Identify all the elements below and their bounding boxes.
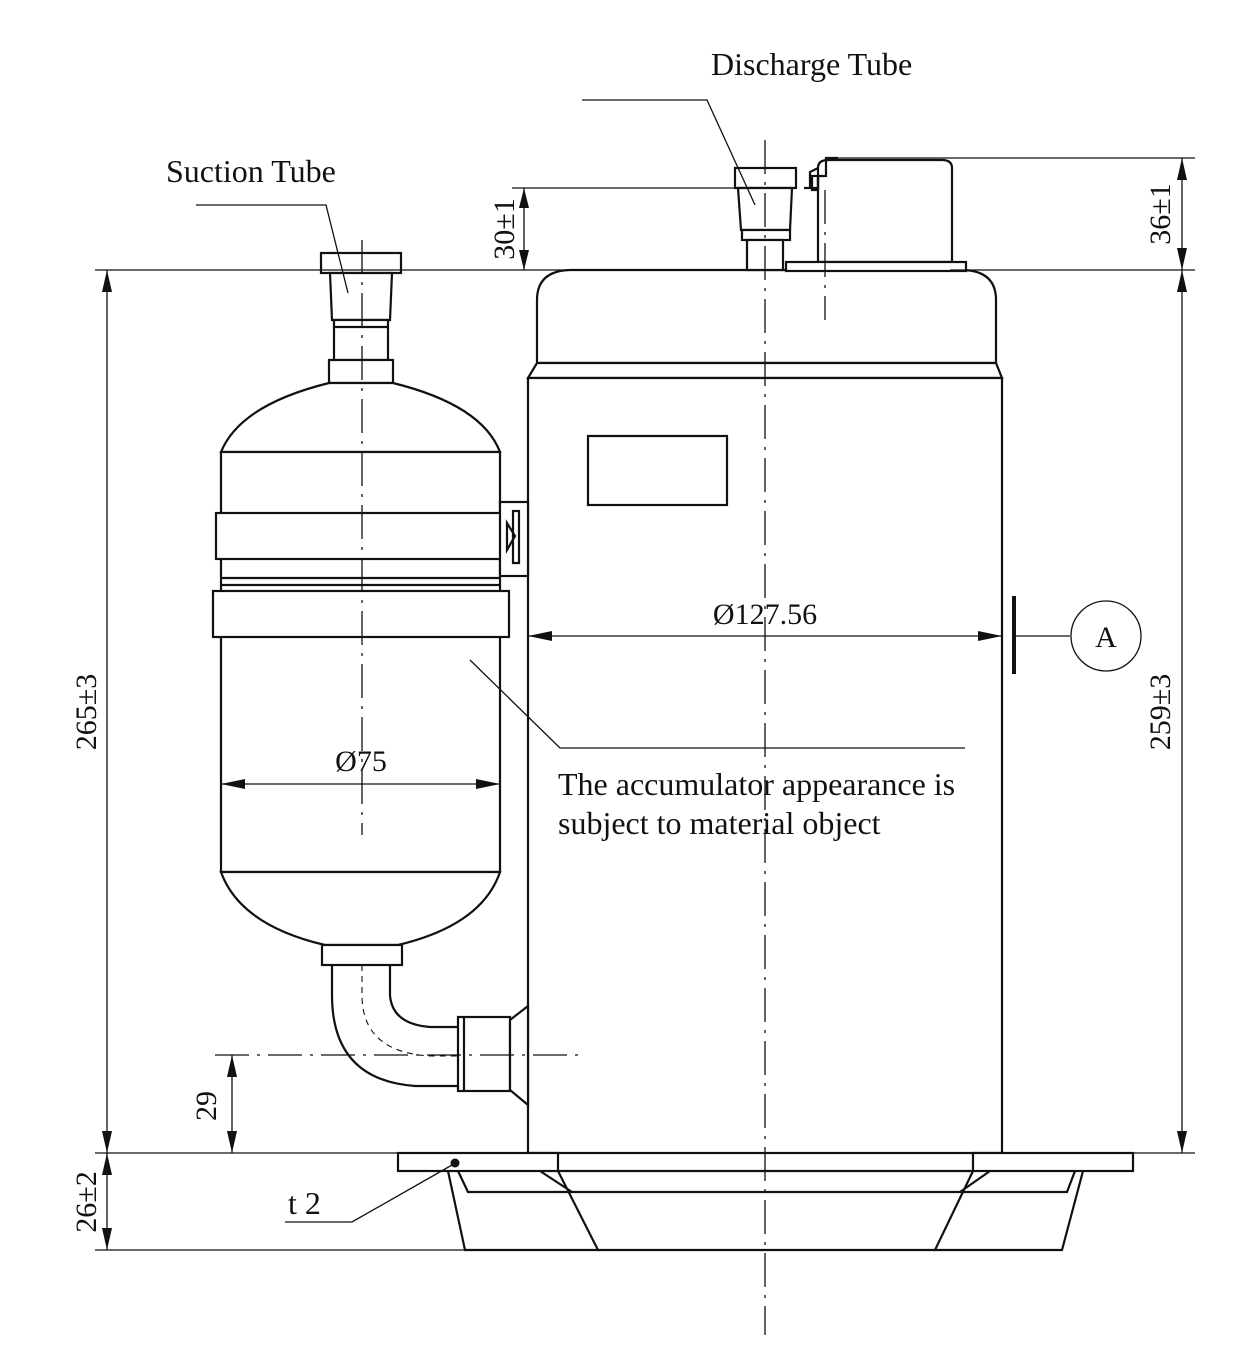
mounting-base [396, 1151, 1135, 1252]
nameplate [586, 434, 729, 507]
suction-inlet-height-label: 29 [190, 1091, 223, 1121]
view-marker: A [1012, 596, 1142, 674]
leader-lines [196, 99, 965, 1223]
discharge-tube-label: Discharge Tube [711, 46, 912, 82]
dimension-lines [95, 157, 1195, 1251]
text-labels: Suction Tube Discharge Tube The accumula… [70, 46, 1177, 1233]
accumulator-diameter-label: Ø75 [335, 745, 387, 778]
terminal-cover [784, 156, 968, 273]
suction-tube-label: Suction Tube [166, 153, 336, 189]
accumulator-note-line1: The accumulator appearance is [558, 766, 955, 802]
view-marker-label: A [1095, 621, 1117, 654]
mounting-height-label: 26±2 [70, 1171, 103, 1232]
discharge-tube [733, 166, 798, 272]
shell-height-label: 259±3 [1144, 674, 1177, 750]
plate-thickness-label: t 2 [288, 1185, 321, 1221]
center-lines [215, 140, 826, 1335]
accumulator [211, 251, 530, 1108]
overall-height-label: 265±3 [70, 674, 103, 750]
discharge-tube-height-label: 30±1 [488, 198, 521, 259]
shell-diameter-label: Ø127.56 [713, 598, 817, 631]
accumulator-note-line2: subject to material object [558, 805, 881, 841]
terminal-cover-height-label: 36±1 [1144, 183, 1177, 244]
